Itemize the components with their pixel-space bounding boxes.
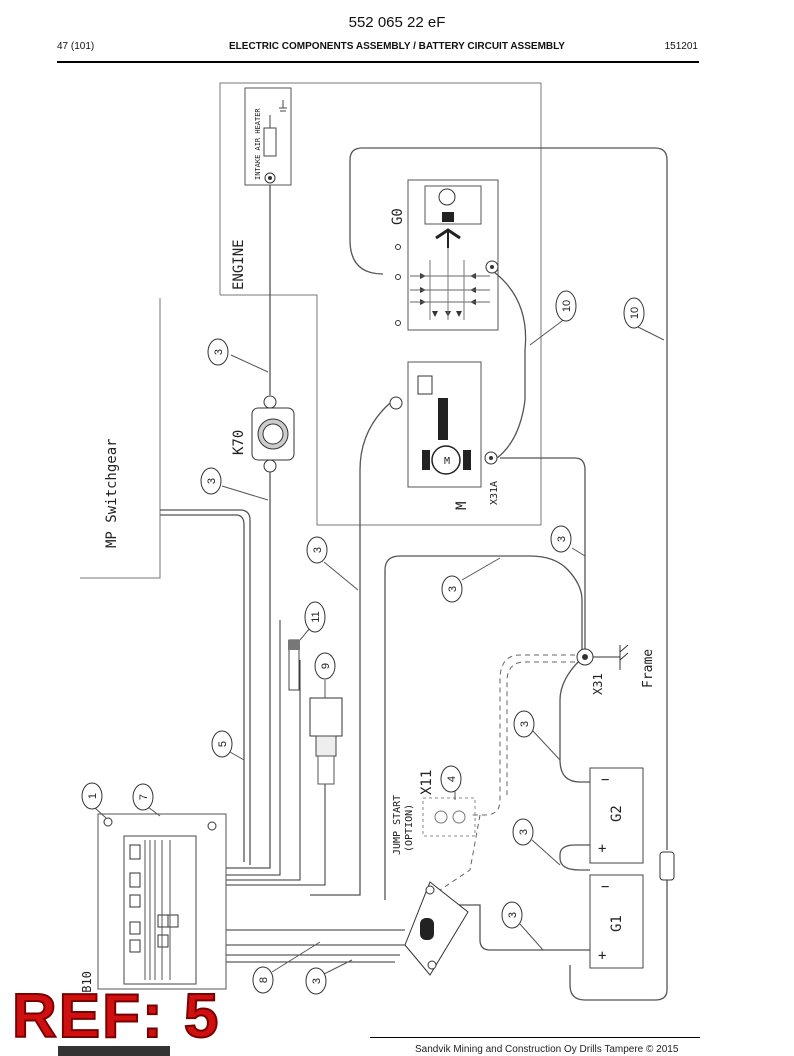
starter-motor: [389, 361, 498, 488]
footer-rule: [370, 1037, 700, 1038]
connector-item-11: [288, 639, 300, 691]
callout-bubble: [555, 290, 577, 322]
callout-bubble: [81, 782, 103, 810]
intake-air-heater: [244, 87, 292, 186]
callout-number: 3: [507, 912, 519, 918]
callout-bubble: [550, 525, 572, 553]
switch-box-ub10: [97, 813, 227, 990]
callout-bubble: [207, 338, 229, 366]
callout-bubble: [306, 536, 328, 564]
callout-bubble: [623, 297, 645, 329]
callout-number: 3: [518, 829, 530, 835]
date-code: 151201: [664, 41, 698, 52]
mp-switchgear-boundary: [80, 298, 161, 579]
callout-bubble: [132, 783, 154, 811]
page-reference: 47 (101): [57, 41, 95, 52]
callout-bubble: [441, 575, 463, 603]
alternator-label: G0: [390, 208, 406, 225]
starter-motor-label: M: [454, 502, 470, 510]
jump-start-text: JUMP START: [392, 795, 403, 855]
intake-air-heater-label: INTAKE AIR HEATER: [254, 108, 262, 180]
mp-switchgear-label: MP Switchgear: [104, 438, 120, 548]
callout-number: 4: [446, 776, 458, 782]
callout-bubble: [252, 966, 274, 994]
main-switch: [404, 881, 469, 976]
document-number: 552 065 22 eF: [348, 14, 446, 31]
callout-bubble: [305, 967, 327, 995]
frame-label: Frame: [641, 649, 656, 688]
battery-g2-label: G2: [609, 805, 625, 822]
battery-g2-plus: +: [598, 841, 606, 857]
footer-logo: [58, 1046, 170, 1056]
callout-number: 3: [519, 721, 531, 727]
jump-start-cable: [470, 654, 575, 816]
callout-number: 3: [206, 478, 218, 484]
battery-g1-label: G1: [609, 915, 625, 932]
callout-bubble: [513, 710, 535, 738]
callout-bubble: [314, 652, 336, 680]
starter-terminal-label: X31A: [489, 481, 500, 505]
engine-area-boundary: [219, 82, 542, 526]
battery-g1: [589, 874, 644, 969]
engine-label: ENGINE: [231, 239, 247, 290]
header-rule: [57, 61, 699, 63]
ground-point-x31: [576, 644, 629, 670]
inline-fuse: [659, 851, 675, 881]
ref-badge: REF: 5: [11, 982, 221, 1051]
callout-number: 9: [320, 663, 332, 669]
callout-bubble: [304, 601, 326, 633]
callout-number: 10: [561, 300, 573, 312]
callout-number: 3: [447, 586, 459, 592]
callout-number: 3: [213, 349, 225, 355]
battery-g2-minus: −: [601, 772, 609, 788]
ground-point-label: X31: [591, 673, 605, 695]
battery-g1-plus: +: [598, 948, 606, 964]
callout-bubble: [211, 730, 233, 758]
callouts: 3 10 10 3 3 3 3 11 9 5 1 7: [81, 290, 665, 995]
callout-bubble: [200, 467, 222, 495]
callout-number: 1: [87, 793, 99, 799]
callout-number: 10: [629, 307, 641, 319]
relay-label: K70: [231, 430, 247, 455]
callout-bubble: [512, 818, 534, 846]
relay-k70: [251, 395, 295, 473]
alternator: [395, 179, 499, 331]
connector-item-9: [309, 697, 343, 785]
callout-bubble: [501, 901, 523, 929]
callout-number: 3: [556, 536, 568, 542]
switch-box-label: UB10: [80, 971, 94, 1000]
callout-number: 8: [258, 977, 270, 983]
jump-start-label: X11: [419, 770, 435, 795]
callout-number: 11: [310, 611, 322, 622]
callout-number: 5: [217, 741, 229, 747]
battery-g2: [589, 767, 644, 864]
callout-number: 3: [312, 547, 324, 553]
motor-symbol: M: [444, 456, 450, 467]
callout-number: 3: [311, 978, 323, 984]
callout-bubble: [440, 765, 462, 793]
jump-start-cable-3: [439, 814, 481, 891]
battery-g1-minus: −: [601, 879, 609, 895]
section-title: ELECTRIC COMPONENTS ASSEMBLY / BATTERY C…: [229, 41, 565, 52]
jump-start-cable-2: [506, 661, 575, 795]
jump-start-option: (OPTION): [404, 804, 415, 852]
copyright: Sandvik Mining and Construction Oy Drill…: [415, 1044, 679, 1055]
jump-start-socket: [422, 797, 476, 837]
callout-number: 7: [138, 794, 150, 800]
